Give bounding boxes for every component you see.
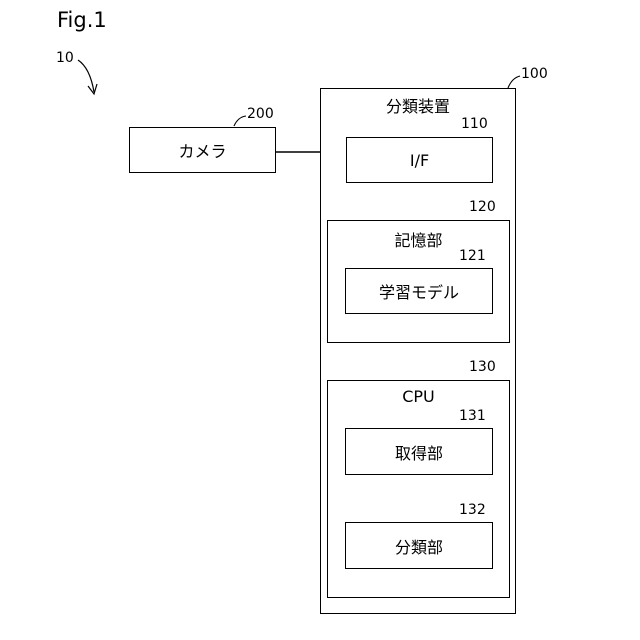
camera-ref: 200	[247, 106, 274, 122]
interface-label: I/F	[410, 151, 429, 170]
classification-device-title: 分類装置	[321, 93, 515, 117]
cpu-title: CPU	[328, 387, 509, 406]
learning-model-box: 学習モデル	[345, 268, 493, 314]
cpu-ref: 130	[469, 359, 496, 375]
interface-box: I/F	[346, 137, 493, 183]
classification-unit-label: 分類部	[395, 534, 443, 558]
device-ref: 100	[521, 66, 548, 82]
acquisition-unit-ref: 131	[459, 408, 486, 424]
system-ref-arrowhead	[88, 84, 97, 94]
figure-title: Fig.1	[57, 8, 107, 32]
storage-unit-ref: 120	[469, 199, 496, 215]
classification-unit-ref: 132	[459, 502, 486, 518]
learning-model-label: 学習モデル	[379, 279, 459, 303]
system-ref-arrow	[78, 60, 94, 92]
camera-box: カメラ	[129, 127, 276, 173]
acquisition-unit-label: 取得部	[395, 440, 443, 464]
system-ref-label: 10	[56, 50, 74, 66]
classification-unit-box: 分類部	[345, 522, 493, 569]
acquisition-unit-box: 取得部	[345, 428, 493, 475]
leader-100	[508, 76, 520, 88]
learning-model-ref: 121	[459, 248, 486, 264]
leader-200	[234, 116, 246, 126]
interface-ref: 110	[461, 116, 488, 132]
camera-label: カメラ	[178, 138, 226, 162]
